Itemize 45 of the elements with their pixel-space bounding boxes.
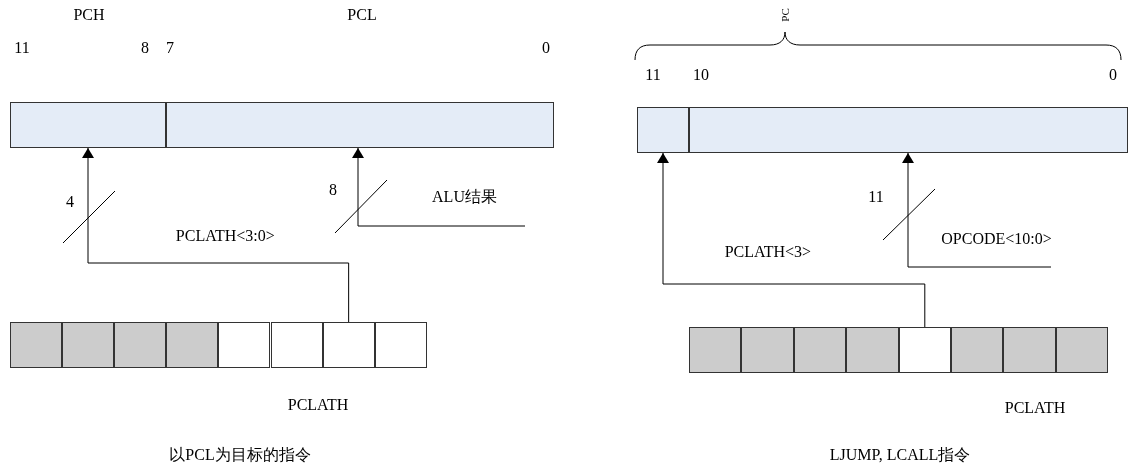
bit-number: 11: [14, 39, 30, 57]
bit-cell: [218, 322, 271, 368]
edge-label: PCLATH<3:0>: [175, 227, 275, 245]
register-field: [689, 107, 1128, 153]
register-label: PCLATH: [287, 396, 349, 414]
bit-cell: [1055, 327, 1109, 373]
bit-number: 8: [141, 39, 149, 57]
edge-label: OPCODE<10:0>: [941, 230, 1052, 248]
bit-cell: [166, 322, 219, 368]
arrow: [902, 152, 1052, 268]
bit-cell: [270, 322, 323, 368]
bit-number: 10: [693, 66, 709, 84]
bus-width: 4: [66, 193, 74, 211]
bus-width: 11: [868, 188, 884, 206]
arrow: [352, 147, 526, 227]
bit-cell: [741, 327, 794, 373]
bit-cell: [846, 327, 899, 373]
bit-number: 11: [645, 66, 661, 84]
bit-number: 7: [166, 39, 174, 57]
bit-number: 0: [1109, 66, 1117, 84]
caption: 以PCL为目标的指令: [169, 446, 311, 464]
bit-cell: [114, 322, 167, 368]
bit-number: 0: [542, 39, 550, 57]
register-field: [166, 102, 554, 148]
edge-label: ALU结果: [432, 188, 497, 206]
bit-cell: [898, 327, 951, 373]
caption: LJUMP, LCALL指令: [829, 446, 971, 464]
bit-cell: [62, 322, 115, 368]
bus-width: 8: [329, 181, 337, 199]
bit-cell: [322, 322, 375, 368]
register-label: PCL: [347, 6, 377, 24]
bit-cell: [374, 322, 427, 368]
bit-cell: [951, 327, 1004, 373]
register-label: PCLATH: [1004, 399, 1066, 417]
register-label: PC: [779, 8, 791, 22]
arrow: [657, 152, 926, 328]
bit-cell: [689, 327, 742, 373]
arrow: [82, 147, 350, 323]
edge-label: PCLATH<3>: [724, 243, 812, 261]
register-field: [10, 102, 166, 148]
bit-cell: [1003, 327, 1056, 373]
register-field: [637, 107, 689, 153]
bit-cell: [793, 327, 847, 373]
bit-cell: [10, 322, 63, 368]
register-label: PCH: [73, 6, 105, 24]
